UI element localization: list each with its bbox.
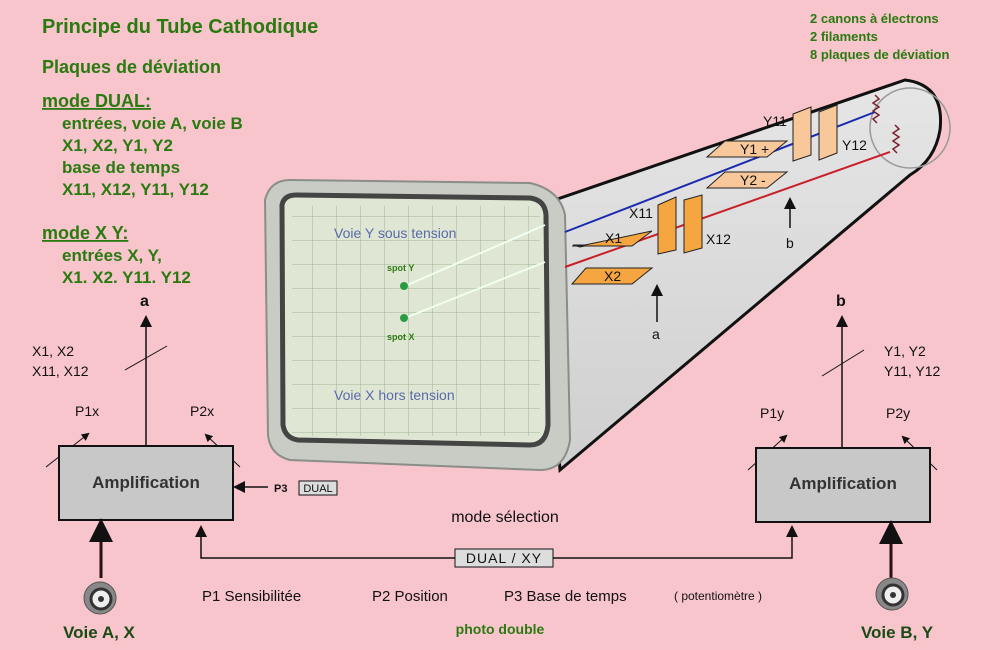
legend-potentiometre: ( potentiomètre ) <box>674 589 762 603</box>
plate-y11-label: Y11 <box>763 113 787 129</box>
tube-neck <box>869 87 951 169</box>
voie-b-label: Voie B, Y <box>861 623 934 642</box>
mode-dual-line: X1, X2, Y1, Y2 <box>62 136 173 155</box>
crt-tube-body <box>538 78 943 474</box>
bnc-connector-icon[interactable] <box>875 577 909 611</box>
beam-x <box>564 151 891 268</box>
plate-y2 <box>705 171 789 189</box>
spot-y-trace <box>404 224 546 287</box>
plate-x12-label: X12 <box>706 231 731 247</box>
mode-dual-line: base de temps <box>62 158 180 177</box>
left-p1-label: P1x <box>75 403 99 419</box>
left-amplification-label: Amplification <box>92 473 200 492</box>
subtitle: Plaques de déviation <box>42 57 221 77</box>
selector-line-left <box>195 525 455 559</box>
spot-y-label: spot Y <box>387 263 414 273</box>
right-bus-label: Y1, Y2 <box>884 343 926 359</box>
plate-x11 <box>657 196 677 255</box>
right-amplification-box <box>755 447 931 523</box>
info-line: 2 canons à électrons <box>810 11 939 26</box>
arrow-b-label: b <box>786 235 794 251</box>
plate-x11-label: X11 <box>629 205 653 221</box>
right-output-label: b <box>836 293 846 310</box>
mode-xy-heading: mode X Y: <box>42 223 128 243</box>
page-title: Principe du Tube Cathodique <box>42 16 318 38</box>
plate-y2-label: Y2 - <box>740 172 766 188</box>
bnc-connector-icon[interactable] <box>83 581 117 615</box>
mode-dual-line: entrées, voie A, voie B <box>62 114 243 133</box>
plate-x2-label: X2 <box>604 268 621 284</box>
legend-p1: P1 Sensibilitée <box>202 588 301 605</box>
caption: photo double <box>456 621 545 637</box>
right-amplification-label: Amplification <box>789 474 897 493</box>
left-bus-label: X1, X2 <box>32 343 74 359</box>
filament-icon <box>891 124 901 154</box>
mode-xy-line: entrées X, Y, <box>62 246 162 265</box>
voie-a-label: Voie A, X <box>63 623 135 642</box>
mode-dual-heading: mode DUAL: <box>42 91 151 111</box>
plate-y11 <box>792 106 812 162</box>
plate-y12-label: Y12 <box>842 137 867 153</box>
right-bus-label: Y11, Y12 <box>884 363 941 379</box>
plate-x1 <box>572 230 653 247</box>
dual-xy-selector[interactable] <box>454 548 554 568</box>
bus-slash <box>124 345 168 371</box>
dual-badge <box>298 480 338 496</box>
voie-y-label: Voie Y sous tension <box>334 225 456 241</box>
mode-xy-line: X1. X2. Y11. Y12 <box>62 268 191 287</box>
right-p1-label: P1y <box>760 405 784 421</box>
p3-label: P3 <box>274 483 287 495</box>
plate-x12 <box>683 194 703 254</box>
arrow-a-label: a <box>652 326 660 342</box>
left-amplification-box <box>58 445 234 521</box>
spot-x <box>400 314 408 322</box>
left-p2-label: P2x <box>190 403 214 419</box>
plate-x2 <box>570 267 654 285</box>
legend-p2: P2 Position <box>372 588 448 605</box>
info-line: 8 plaques de déviation <box>810 47 949 62</box>
legend-p3: P3 Base de temps <box>504 588 627 605</box>
spot-y <box>400 282 408 290</box>
selector-line-right <box>553 525 798 559</box>
spot-x-label: spot X <box>387 332 415 342</box>
bus-slash <box>821 349 865 377</box>
left-bus-label: X11, X12 <box>32 363 89 379</box>
dual-xy-selector-label: DUAL / XY <box>466 550 542 566</box>
right-p2-label: P2y <box>886 405 910 421</box>
dual-badge-label: DUAL <box>303 483 332 495</box>
plate-x1-label: X1 <box>605 230 622 246</box>
mode-dual-line: X11, X12, Y11, Y12 <box>62 180 209 199</box>
filament-icon <box>871 94 881 124</box>
voie-x-label: Voie X hors tension <box>334 387 455 403</box>
plate-y12 <box>818 104 838 161</box>
spot-x-trace <box>404 261 546 319</box>
info-line: 2 filaments <box>810 29 878 44</box>
plate-y1-label: Y1 + <box>740 141 769 157</box>
mode-selection-label: mode sélection <box>451 509 559 526</box>
plate-y1 <box>705 140 789 158</box>
left-output-label: a <box>140 293 149 310</box>
